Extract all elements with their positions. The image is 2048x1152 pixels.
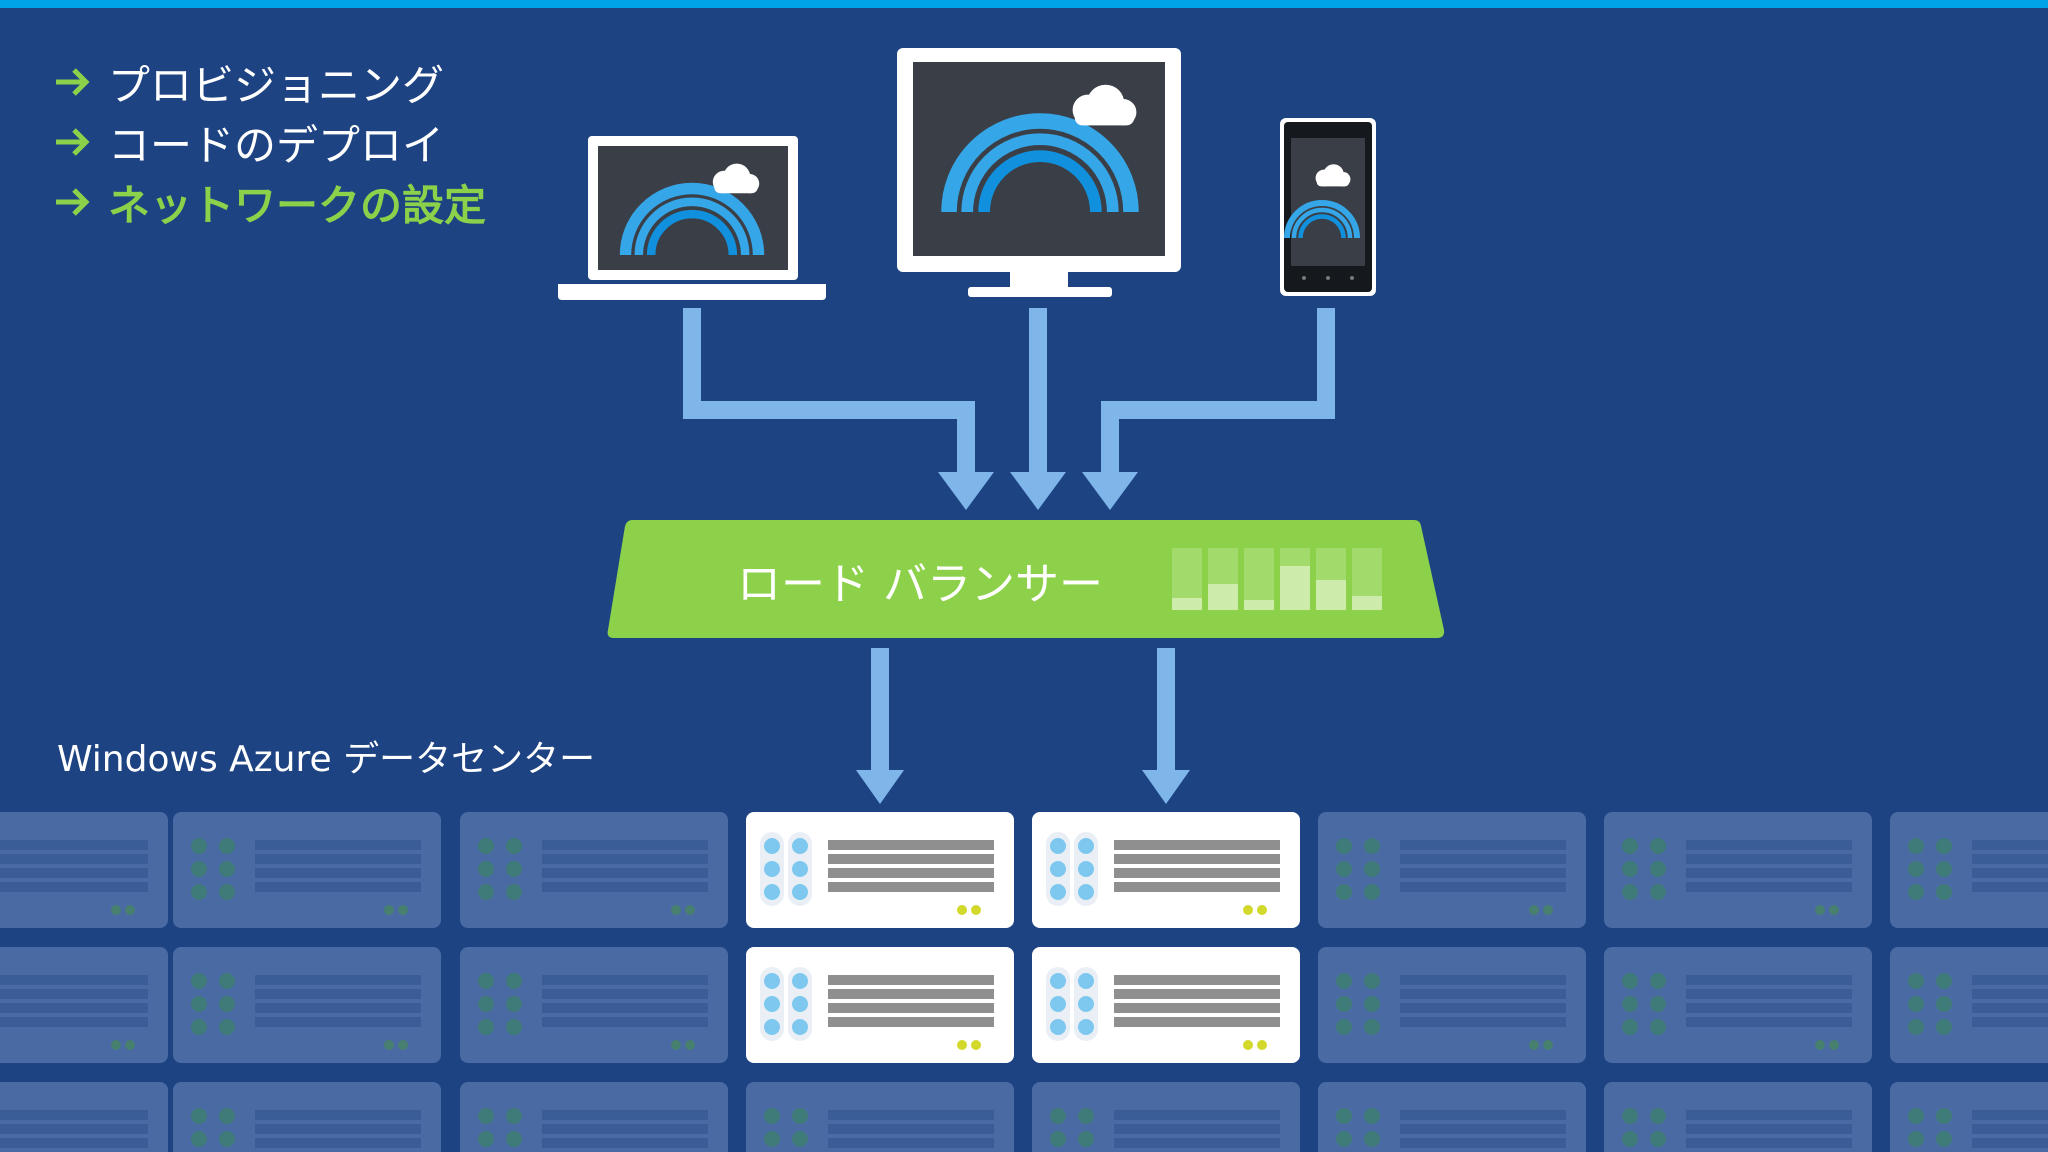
server-active: [746, 947, 1014, 1063]
agenda-item-deploy: コードのデプロイ: [52, 112, 486, 172]
server-inactive: [1318, 1082, 1586, 1152]
agenda-item-provisioning: プロビジョニング: [52, 52, 486, 112]
server-active: [746, 812, 1014, 928]
server-inactive: [0, 812, 168, 928]
server-active: [1032, 812, 1300, 928]
server-rack-grid: [0, 812, 2048, 1152]
lb-to-server-arrows: [856, 648, 1190, 804]
server-inactive: [1032, 1082, 1300, 1152]
laptop-icon: [558, 136, 826, 300]
server-inactive: [1604, 1082, 1872, 1152]
server-inactive: [1890, 812, 2048, 928]
load-balancer-meter-icon: [1172, 548, 1382, 610]
top-accent-bar: [0, 0, 2048, 8]
load-balancer: [607, 520, 1445, 638]
server-inactive: [0, 947, 168, 1063]
datacenter-label: Windows Azure データセンター: [57, 739, 596, 780]
server-inactive: [460, 1082, 728, 1152]
arrow-right-icon: [56, 68, 90, 96]
arrow-right-icon: [56, 188, 90, 216]
arrowheads: [938, 472, 1138, 510]
agenda-item-label: ネットワークの設定: [108, 180, 487, 230]
agenda-item-label: コードのデプロイ: [108, 120, 445, 170]
agenda-list: プロビジョニング コードのデプロイ ネットワークの設定: [52, 52, 486, 232]
server-inactive: [0, 1082, 168, 1152]
agenda-item-label: プロビジョニング: [108, 60, 445, 110]
agenda-item-network: ネットワークの設定: [52, 172, 486, 232]
server-inactive: [173, 812, 441, 928]
load-balancer-label: ロード バランサー: [737, 559, 1103, 610]
monitor-icon: [897, 48, 1181, 297]
phone-icon: [1280, 118, 1376, 296]
server-inactive: [173, 1082, 441, 1152]
server-inactive: [1604, 947, 1872, 1063]
server-inactive: [1318, 812, 1586, 928]
server-inactive: [1604, 812, 1872, 928]
server-inactive: [1318, 947, 1586, 1063]
server-inactive: [1890, 1082, 2048, 1152]
device-to-lb-arrows: [683, 308, 1335, 478]
server-inactive: [1890, 947, 2048, 1063]
server-inactive: [460, 947, 728, 1063]
server-inactive: [173, 947, 441, 1063]
server-active: [1032, 947, 1300, 1063]
server-inactive: [460, 812, 728, 928]
arrow-right-icon: [56, 128, 90, 156]
server-inactive: [746, 1082, 1014, 1152]
